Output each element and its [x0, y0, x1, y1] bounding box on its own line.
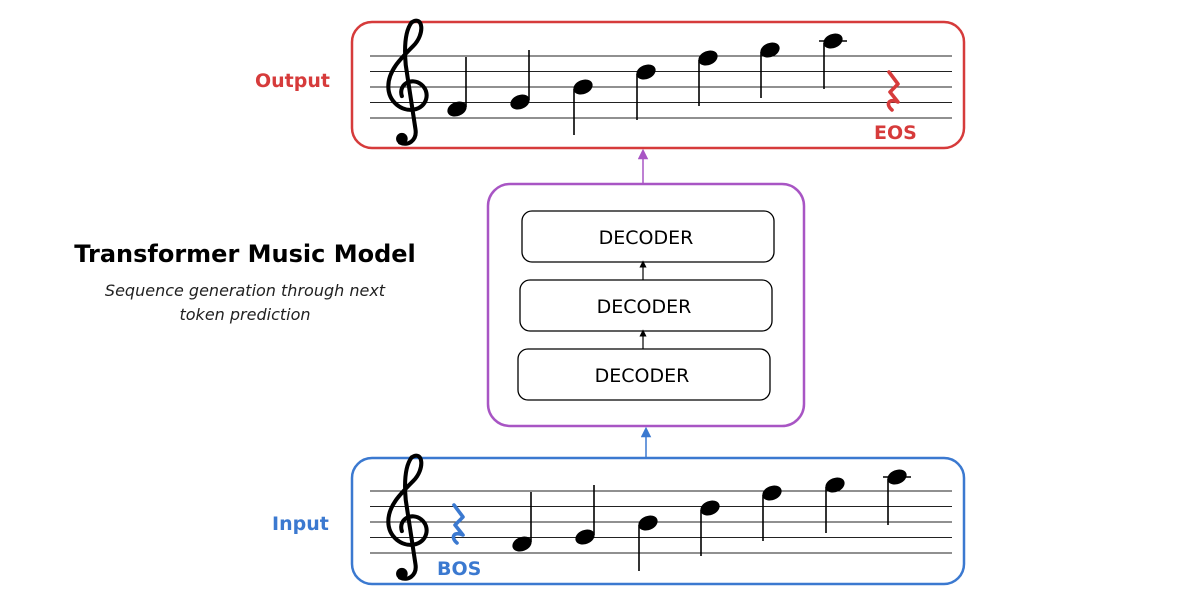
- output-box: [350, 20, 966, 150]
- output-note-1: [447, 57, 467, 117]
- diagram-title: Transformer Music Model: [74, 240, 416, 268]
- input-label: Input: [272, 513, 329, 535]
- decoder-middle: DECODER: [519, 279, 773, 332]
- output-label: Output: [255, 70, 330, 92]
- output-note-6: [760, 42, 780, 98]
- output-note-7: [819, 33, 847, 89]
- output-eos-rest-icon: [886, 70, 900, 112]
- input-bos-rest-icon: [451, 503, 465, 545]
- decoder-middle-label: DECODER: [597, 296, 692, 318]
- input-staff: [370, 453, 952, 581]
- input-note-5: [762, 485, 782, 541]
- decoder-top: DECODER: [521, 210, 775, 263]
- input-note-3: [638, 515, 658, 571]
- treble-clef-icon: [386, 18, 429, 146]
- input-note-7: [883, 469, 911, 525]
- input-note-1: [512, 492, 532, 552]
- input-note-2: [575, 485, 595, 545]
- decoder-bottom-label: DECODER: [595, 365, 690, 387]
- treble-clef-icon: [386, 453, 429, 581]
- output-note-4: [636, 64, 656, 120]
- input-note-4: [700, 500, 720, 556]
- decoder-top-label: DECODER: [599, 227, 694, 249]
- output-note-2: [510, 50, 530, 110]
- decoder-bottom: DECODER: [517, 348, 771, 401]
- input-note-6: [825, 477, 845, 533]
- output-staff: [370, 18, 952, 146]
- bos-label: BOS: [437, 558, 482, 580]
- eos-label: EOS: [874, 122, 917, 144]
- diagram-subtitle: Sequence generation through next token p…: [104, 281, 386, 324]
- output-note-3: [573, 79, 593, 135]
- output-note-5: [698, 50, 718, 106]
